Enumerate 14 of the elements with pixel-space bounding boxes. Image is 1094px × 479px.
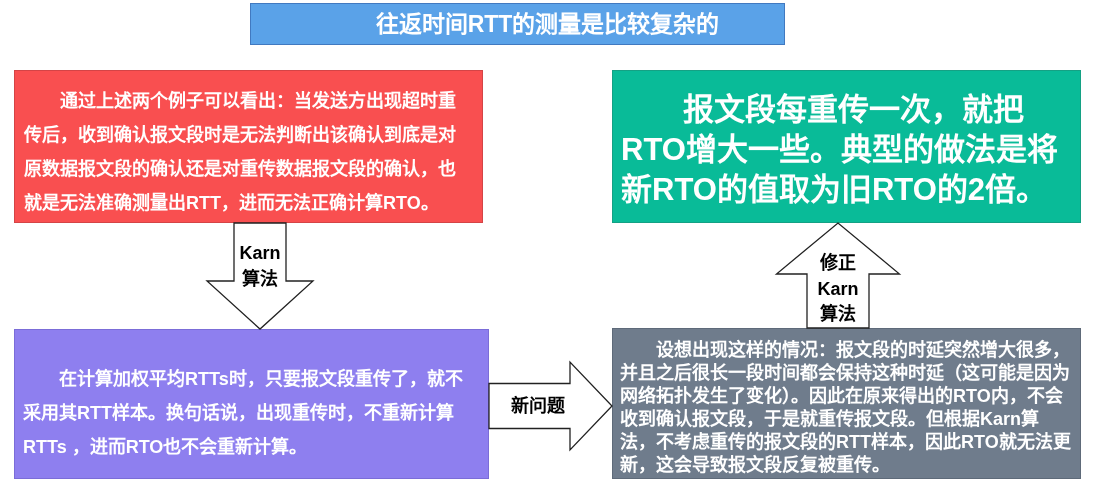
paragraph: 报文段每重传一次，就把RTO增大一些。典型的做法是将新RTO的值取为旧RTO的2倍。 [621,91,1059,209]
edge-label: Karn 算法 [239,242,281,291]
edge-label: 新问题 [511,395,565,418]
block-arrow [205,222,315,330]
paragraph: 设想出现这样的情况：报文段的时延突然增大很多，并且之后很长一段时间都会保持这种时延（这可能是因为网络拓扑发生了变化）。因此在原来得出的RTO内，不会收到确认报文段，于是就重传报文段。但根据Karn算法，不考虑重传的报文段的RTT样本，因此RTO就无法更新，这会导致报文段反复被重传。 [620,339,1072,477]
edge-label: 修正 Karn 算法 [817,251,859,326]
text-box [14,70,483,223]
text-box [14,329,489,479]
block-arrow [488,360,613,452]
paragraph: 在计算加权平均RTTs时，只要报文段重传了，就不采用其RTT样本。换句话说，出现重传时，不重新计算RTTs ，进而RTO也不会重新计算。 [23,367,464,459]
block-arrow [774,222,902,329]
paragraph: 通过上述两个例子可以看出：当发送方出现超时重传后，收到确认报文段时是无法判断出该确认到底是对原数据报文段的确认还是对重传数据报文段的确认，也就是无法准确测量出RTT，进而无法正确计算RTO。 [24,89,457,215]
text-box [612,70,1081,223]
title-banner: 往返时间RTT的测量是比较复杂的 [250,3,785,45]
